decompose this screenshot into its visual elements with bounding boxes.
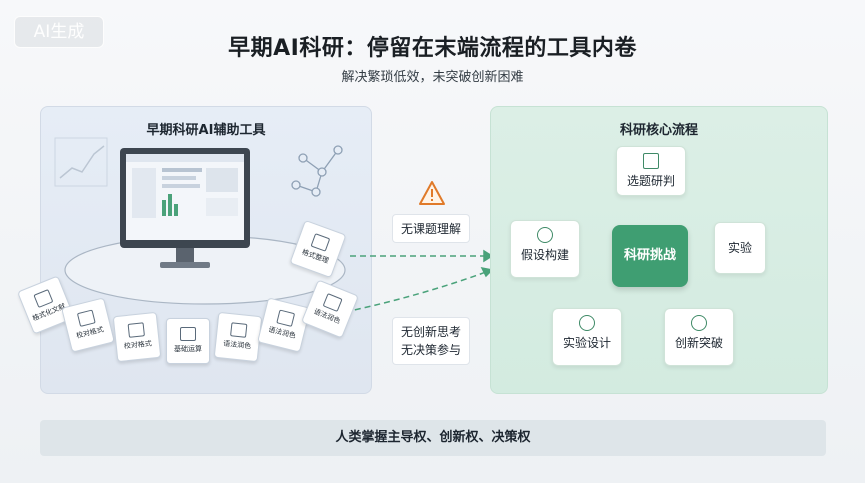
monitor-small-icon (76, 309, 96, 327)
node-experiment-design: 实验设计 (552, 308, 622, 366)
page-title: 早期AI科研：停留在末端流程的工具内卷 (228, 36, 637, 61)
gear-icon (579, 315, 595, 331)
monitor-icon (120, 148, 250, 268)
molecule-icon (291, 145, 343, 197)
list-icon (643, 153, 659, 169)
clipboard-icon (276, 309, 296, 327)
node-hypothesis: 假设构建 (510, 220, 580, 278)
connector-arrows (344, 249, 494, 313)
tool-card-proofread-2: 校对格式 (112, 311, 162, 363)
no-decision-text: 无决策参与 (401, 343, 462, 357)
stack-icon (180, 327, 196, 341)
tool-card-basic-calc: 基础运算 (166, 318, 210, 364)
node-topic-selection: 选题研判 (616, 146, 686, 196)
no-innovation-decision-label: 无创新思考 无决策参与 (392, 317, 471, 365)
document-icon (310, 233, 331, 252)
no-innovation-text: 无创新思考 (401, 325, 462, 339)
node-experiment: 实验 (714, 222, 766, 274)
node-innovation-breakthrough: 创新突破 (664, 308, 734, 366)
tool-card-grammar-1: 语法润色 (213, 311, 263, 363)
research-core-panel-title: 科研核心流程 (619, 123, 698, 138)
warning-icon (419, 181, 445, 205)
monitor-small-icon (127, 322, 145, 338)
page-subtitle: 解决繁琐低效，未突破创新困难 (341, 70, 524, 85)
document-icon (230, 322, 248, 338)
line-chart-icon (54, 137, 108, 187)
ai-generated-watermark: AI生成 (14, 16, 104, 48)
chevron-down-icon (691, 315, 707, 331)
stack-icon (322, 293, 343, 312)
node-research-challenge: 科研挑战 (612, 225, 688, 287)
footer-banner: 人类掌握主导权、创新权、决策权 (40, 420, 826, 456)
check-circle-icon (537, 227, 553, 243)
ai-tools-panel-title: 早期科研AI辅助工具 (146, 123, 266, 138)
no-topic-understanding-label: 无课题理解 (392, 214, 471, 243)
